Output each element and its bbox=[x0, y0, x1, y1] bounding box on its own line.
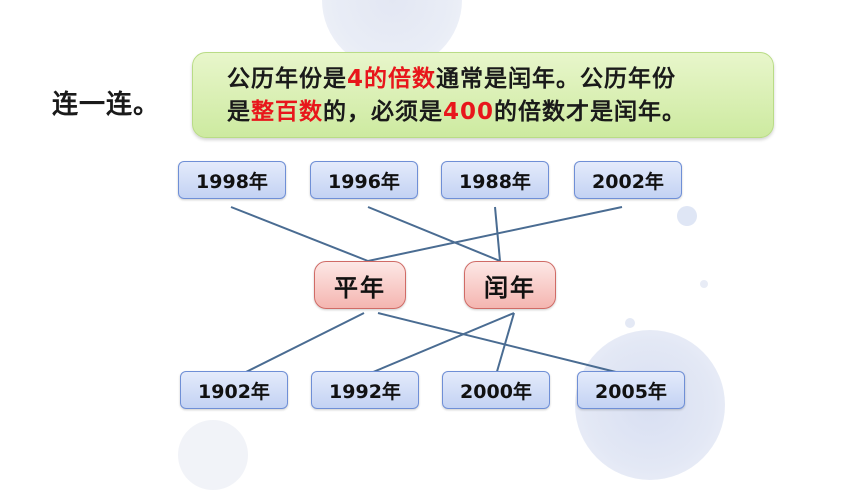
instruction-label: 连一连。 bbox=[52, 90, 161, 120]
connector-line-leap-1992 bbox=[365, 312, 515, 376]
year-box-2002[interactable]: 2002年 bbox=[574, 161, 682, 199]
tip-highlight: 整百数 bbox=[251, 99, 323, 125]
tip-line-1: 公历年份是4的倍数通常是闰年。公历年份 bbox=[227, 63, 757, 96]
connector-line-common-2005 bbox=[377, 312, 629, 376]
connector-line-1998-common bbox=[230, 206, 369, 262]
tip-highlight: 400 bbox=[443, 99, 495, 125]
tip-text: 的，必须是 bbox=[323, 99, 443, 125]
connector-line-common-1902 bbox=[239, 312, 365, 376]
rule-tip-box: 公历年份是4的倍数通常是闰年。公历年份 是整百数的，必须是400的倍数才是闰年。 bbox=[192, 52, 774, 138]
year-box-1996[interactable]: 1996年 bbox=[310, 161, 418, 199]
year-box-2000[interactable]: 2000年 bbox=[442, 371, 550, 409]
year-box-1988[interactable]: 1988年 bbox=[441, 161, 549, 199]
tip-highlight: 4的倍数 bbox=[347, 66, 437, 92]
connector-line-2002-common bbox=[367, 206, 623, 262]
category-common-year[interactable]: 平年 bbox=[314, 261, 406, 309]
tip-text: 是 bbox=[227, 99, 251, 125]
tip-text: 通常是闰年。公历年份 bbox=[436, 66, 677, 92]
tip-text: 的倍数才是闰年。 bbox=[494, 99, 687, 125]
year-box-1992[interactable]: 1992年 bbox=[311, 371, 419, 409]
year-box-1902[interactable]: 1902年 bbox=[180, 371, 288, 409]
tip-line-2: 是整百数的，必须是400的倍数才是闰年。 bbox=[227, 96, 757, 129]
connector-line-1996-leap bbox=[367, 206, 501, 262]
tip-text: 公历年份是 bbox=[227, 66, 347, 92]
year-box-1998[interactable]: 1998年 bbox=[178, 161, 286, 199]
category-leap-year[interactable]: 闰年 bbox=[464, 261, 556, 309]
connector-line-leap-2000 bbox=[495, 312, 515, 376]
year-box-2005[interactable]: 2005年 bbox=[577, 371, 685, 409]
